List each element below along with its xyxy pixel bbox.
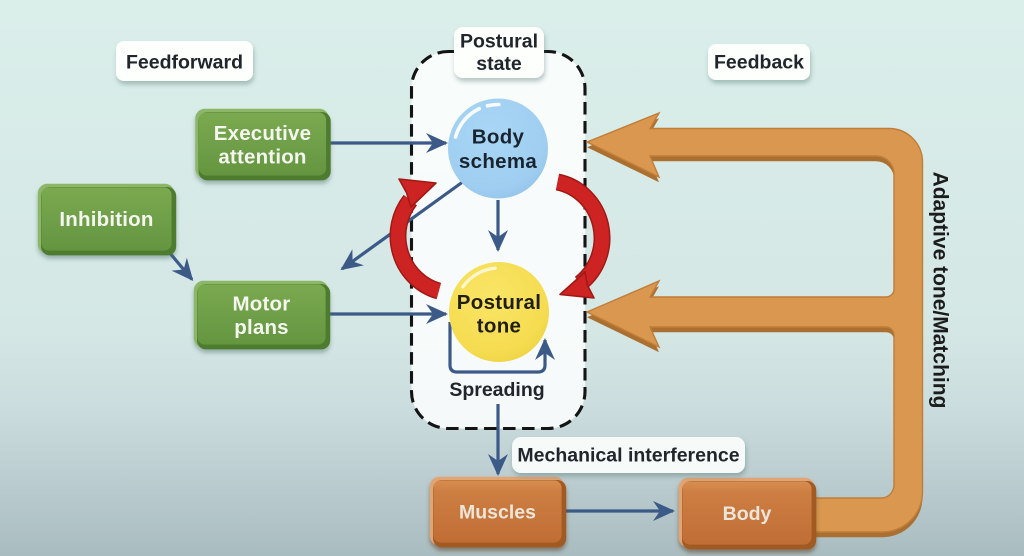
svg-text:Adaptive tone/Matching: Adaptive tone/Matching bbox=[929, 172, 952, 409]
svg-text:plans: plans bbox=[234, 316, 289, 339]
svg-text:Postural: Postural bbox=[457, 291, 541, 314]
svg-text:Body: Body bbox=[472, 126, 525, 149]
svg-text:Motor: Motor bbox=[233, 293, 291, 316]
svg-text:attention: attention bbox=[218, 146, 306, 169]
svg-text:Feedforward: Feedforward bbox=[126, 52, 243, 74]
svg-text:Feedback: Feedback bbox=[714, 52, 804, 74]
svg-text:Muscles: Muscles bbox=[459, 502, 536, 524]
svg-text:Executive: Executive bbox=[214, 122, 312, 145]
svg-text:schema: schema bbox=[459, 150, 537, 173]
svg-text:Spreading: Spreading bbox=[449, 379, 544, 401]
svg-text:state: state bbox=[476, 53, 522, 75]
svg-text:Postural: Postural bbox=[460, 31, 538, 53]
svg-text:Mechanical interference: Mechanical interference bbox=[517, 445, 739, 467]
svg-text:Body: Body bbox=[723, 503, 772, 525]
svg-text:tone: tone bbox=[477, 315, 521, 338]
svg-text:Inhibition: Inhibition bbox=[59, 208, 153, 231]
